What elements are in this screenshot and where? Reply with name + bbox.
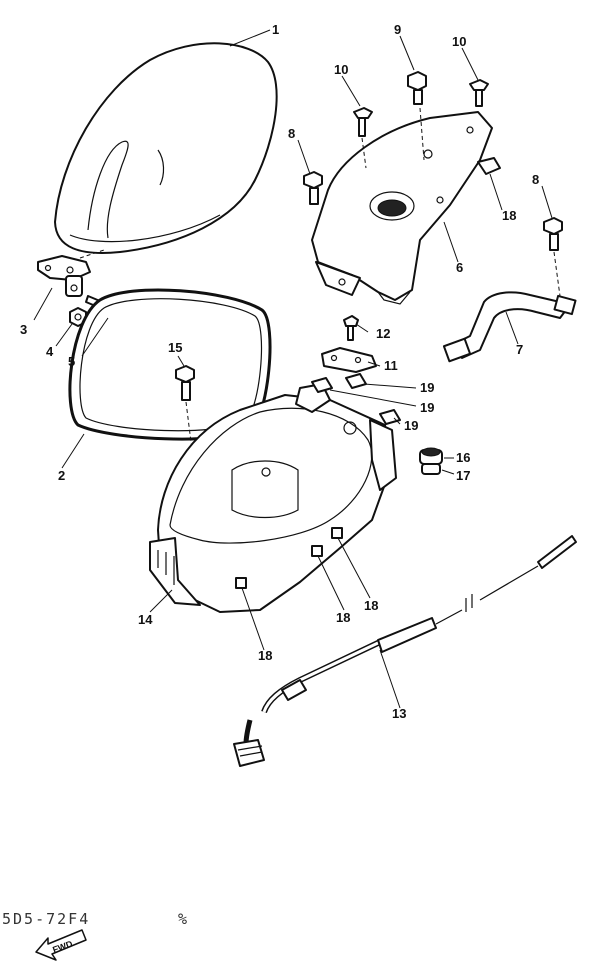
clip-nut bbox=[311, 373, 401, 425]
seat-lock-cable bbox=[233, 535, 577, 767]
screw bbox=[353, 107, 373, 137]
diagram-footer: 5D5-72F4 % FWD bbox=[2, 910, 189, 961]
bolt bbox=[543, 217, 563, 251]
callout-8: 8 bbox=[532, 172, 539, 187]
callout-18: 18 bbox=[258, 648, 272, 663]
seat-hinge-bracket bbox=[37, 255, 91, 297]
callout-6: 6 bbox=[456, 260, 463, 275]
callout-19: 19 bbox=[404, 418, 418, 433]
callout-3: 3 bbox=[20, 322, 27, 337]
assembly-line bbox=[361, 137, 367, 169]
clip-nut bbox=[477, 157, 501, 175]
assembly-line bbox=[553, 251, 561, 297]
diagram-mark: % bbox=[178, 910, 189, 928]
assembly-line bbox=[419, 107, 425, 161]
callout-5: 5 bbox=[68, 354, 75, 369]
screw bbox=[175, 365, 195, 401]
callout-10: 10 bbox=[334, 62, 348, 77]
callout-2: 2 bbox=[58, 468, 65, 483]
seat bbox=[54, 42, 278, 254]
callout-7: 7 bbox=[516, 342, 523, 357]
callout-1: 1 bbox=[272, 22, 279, 37]
callout-12: 12 bbox=[376, 326, 390, 341]
callout-8: 8 bbox=[288, 126, 295, 141]
bracket-plate bbox=[321, 347, 377, 373]
grommet bbox=[419, 447, 443, 465]
screw bbox=[469, 79, 489, 107]
helmet-box bbox=[149, 383, 397, 613]
bolt bbox=[407, 71, 427, 105]
callout-18: 18 bbox=[502, 208, 516, 223]
collar bbox=[421, 463, 441, 475]
callout-19: 19 bbox=[420, 400, 434, 415]
callout-18: 18 bbox=[364, 598, 378, 613]
callout-16: 16 bbox=[456, 450, 470, 465]
callout-17: 17 bbox=[456, 468, 470, 483]
bolt bbox=[303, 171, 323, 205]
callout-4: 4 bbox=[46, 344, 54, 359]
diagram-code: 5D5-72F4 bbox=[2, 910, 90, 928]
callout-11: 11 bbox=[384, 358, 398, 373]
callout-labels: 1 2 3 4 5 6 7 8 8 9 10 10 11 12 13 14 15… bbox=[20, 22, 539, 721]
assembly-line bbox=[79, 249, 105, 259]
callout-19: 19 bbox=[420, 380, 434, 395]
callout-9: 9 bbox=[394, 22, 401, 37]
cover-bracket bbox=[311, 111, 493, 305]
leader-lines bbox=[33, 29, 553, 709]
callout-13: 13 bbox=[392, 706, 406, 721]
callout-14: 14 bbox=[138, 612, 153, 627]
callout-15: 15 bbox=[168, 340, 182, 355]
fwd-arrow-icon: FWD bbox=[35, 929, 87, 961]
screw bbox=[343, 315, 359, 341]
callout-18: 18 bbox=[336, 610, 350, 625]
callout-10: 10 bbox=[452, 34, 466, 49]
strap bbox=[442, 291, 577, 363]
